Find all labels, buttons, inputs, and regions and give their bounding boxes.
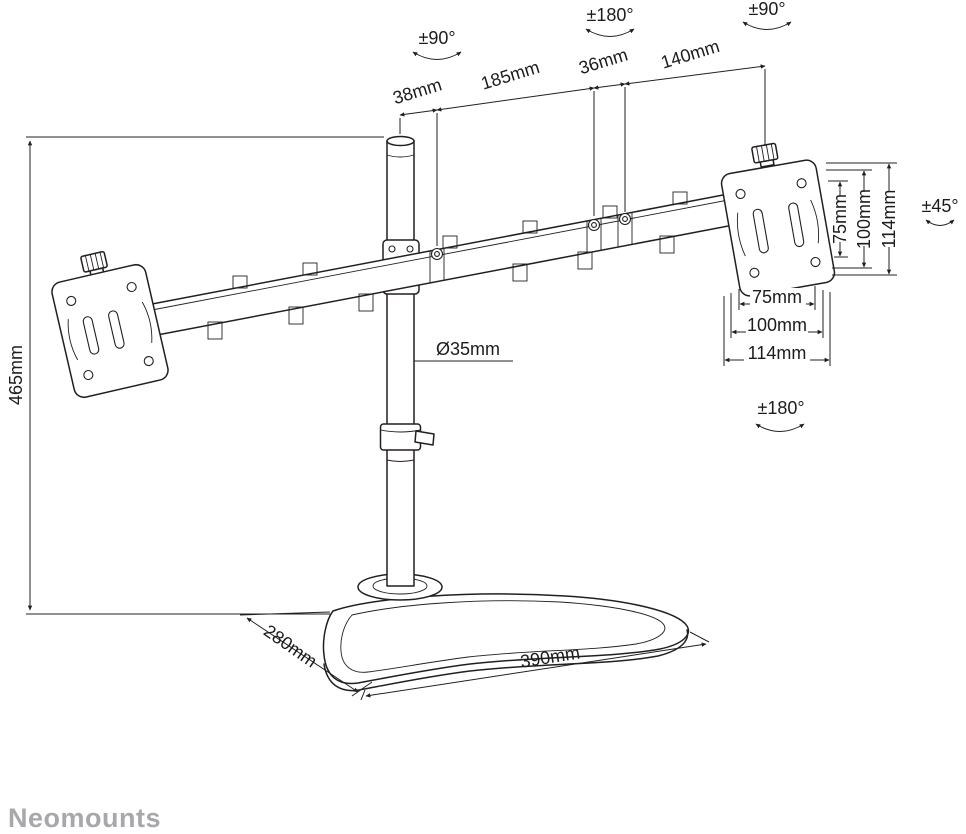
tilt-arc (925, 219, 955, 226)
label-vesa-v-114: 114mm (879, 190, 899, 249)
rotation-arc-pole (412, 51, 462, 60)
label-vesa-h-75: 75mm (752, 287, 802, 307)
left-vesa-plate (51, 250, 169, 399)
label-rotation-top-left: ±90° (418, 28, 455, 48)
tilt-knob-right (751, 142, 779, 168)
label-rotation-top-right: ±90° (748, 0, 785, 19)
dimension-lines (26, 21, 955, 701)
rotation-arc-mid (585, 28, 635, 37)
pole-collar (379, 423, 435, 451)
label-36mm: 36mm (576, 44, 630, 78)
label-vesa-rotation: ±180° (757, 398, 804, 418)
dual-arm (151, 186, 766, 340)
label-vesa-h-114: 114mm (748, 343, 807, 363)
brand-logo: Neomounts (8, 803, 161, 833)
label-vesa-h-100: 100mm (747, 315, 807, 335)
pole-cap (386, 135, 415, 147)
label-rotation-top-mid: ±180° (586, 5, 633, 25)
label-vesa-v-100: 100mm (854, 189, 874, 249)
cable-clips (207, 235, 675, 340)
label-height-465: 465mm (6, 345, 26, 405)
rotation-arc-right (742, 21, 792, 30)
label-140mm: 140mm (659, 36, 722, 73)
arm-top-tabs (232, 191, 688, 289)
label-base-depth: 280mm (260, 621, 321, 672)
label-tilt-45: ±45° (921, 196, 958, 216)
vesa-rotation-arc (755, 423, 805, 432)
label-pole-diameter: Ø35mm (436, 339, 500, 359)
label-185mm: 185mm (479, 57, 542, 94)
right-vesa-plate (720, 142, 836, 297)
label-38mm: 38mm (390, 74, 444, 108)
collar-lever (414, 430, 435, 446)
tilt-knob-left (80, 250, 108, 277)
label-vesa-v-75: 75mm (830, 194, 850, 244)
floor-base (322, 573, 690, 692)
